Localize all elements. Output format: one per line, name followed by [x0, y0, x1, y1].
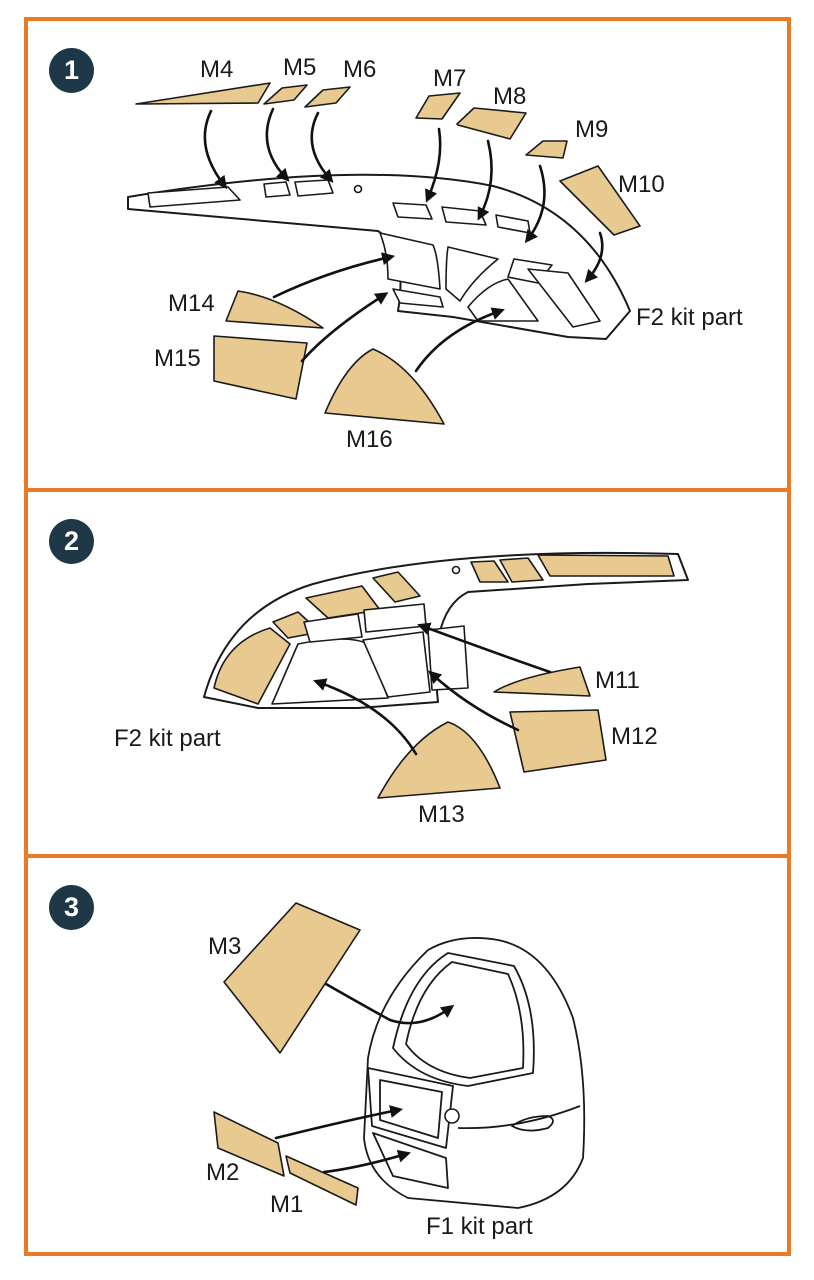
step-2-badge: 2	[49, 519, 94, 564]
mask-m7	[415, 92, 461, 120]
label-f2-kit-part-2: F2 kit part	[114, 725, 221, 752]
f2-canopy-frame-side	[203, 551, 689, 709]
step-3-badge: 3	[49, 885, 94, 930]
step-2-arrows	[313, 622, 552, 756]
label-m9: M9	[575, 116, 608, 143]
mask-m8	[456, 107, 527, 140]
label-m2: M2	[206, 1159, 239, 1186]
f2-canopy-frame	[127, 173, 631, 340]
label-m1: M1	[270, 1191, 303, 1218]
label-m8: M8	[493, 83, 526, 110]
label-m4: M4	[200, 56, 233, 83]
mask-m3	[223, 902, 361, 1054]
mask-m11	[493, 666, 591, 697]
mask-m4	[135, 82, 271, 105]
step-2-panel: 2 M11	[24, 492, 791, 858]
step-3-panel: 3 M3 M2 M1 F1 kit part	[24, 858, 791, 1256]
label-f2-kit-part-1: F2 kit part	[636, 304, 743, 331]
mask-m13	[377, 721, 501, 799]
label-m6: M6	[343, 56, 376, 83]
mask-m2	[213, 1111, 285, 1177]
label-m12: M12	[611, 723, 658, 750]
label-m5: M5	[283, 54, 316, 81]
label-m15: M15	[154, 345, 201, 372]
mask-m12	[509, 709, 607, 773]
label-m7: M7	[433, 65, 466, 92]
label-f1-kit-part: F1 kit part	[426, 1213, 533, 1240]
mask-m1	[285, 1155, 359, 1206]
step-1-panel: 1	[24, 17, 791, 492]
label-m10: M10	[618, 171, 665, 198]
f1-nose-part	[363, 937, 586, 1209]
mask-m10	[559, 165, 641, 236]
label-m3: M3	[208, 933, 241, 960]
mask-m14	[225, 290, 324, 329]
mask-m16	[324, 348, 445, 425]
mask-m9	[525, 140, 568, 159]
step-2-diagram: M11 M12 M13 F2 kit part	[114, 551, 689, 828]
step-1-badge: 1	[49, 48, 94, 93]
mask-m5	[263, 84, 308, 105]
label-m14: M14	[168, 290, 215, 317]
label-m16: M16	[346, 426, 393, 453]
step-3-arrows	[274, 982, 455, 1174]
mask-m15	[213, 335, 308, 400]
label-m11: M11	[595, 667, 640, 694]
step-3-diagram: M3 M2 M1 F1 kit part	[206, 902, 586, 1240]
step-1-arrows	[203, 107, 604, 373]
mask-m6	[304, 86, 351, 108]
step-1-diagram: M4 M5 M6 M7 M8 M9 M10 M14 M15 M16 F2 kit…	[127, 54, 743, 453]
label-m13: M13	[418, 801, 465, 828]
